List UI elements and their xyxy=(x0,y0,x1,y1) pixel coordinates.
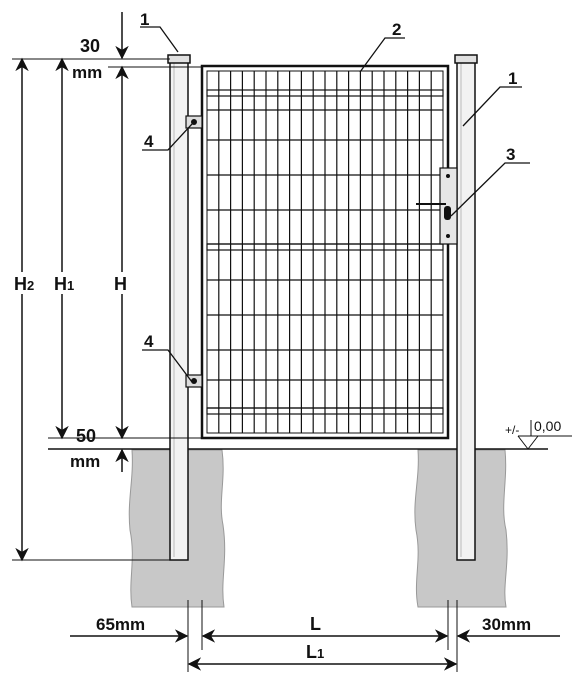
bottom-gap-value: 50 xyxy=(76,426,96,446)
h2-label: H2 xyxy=(14,274,34,294)
top-gap-value: 30 xyxy=(80,36,100,56)
callout-post-right: 1 xyxy=(508,69,517,88)
bottom-hinge xyxy=(185,374,203,388)
callout-leader-post-left xyxy=(140,26,179,53)
left-post xyxy=(167,54,191,561)
l-label: L xyxy=(310,614,321,634)
callout-post-left: 1 xyxy=(140,10,149,29)
left-gap-label: 65mm xyxy=(96,615,145,634)
bottom-gap-unit: mm xyxy=(70,452,100,471)
callout-leader-post-right xyxy=(462,86,522,127)
gate-panel xyxy=(200,64,450,440)
callout-leader-hinge-top xyxy=(142,123,193,151)
top-gap-unit: mm xyxy=(72,63,102,82)
callout-leader-gate-panel xyxy=(359,37,405,73)
ground-level-marker: +/- 0,00 xyxy=(505,418,572,450)
right-gap-label: 30mm xyxy=(482,615,531,634)
ground-level-value: 0,00 xyxy=(534,418,561,434)
callout-lock: 3 xyxy=(506,145,515,164)
callout-hinge-top: 4 xyxy=(144,132,154,151)
h-label: H xyxy=(114,274,127,294)
callout-hinge-bottom: 4 xyxy=(144,332,154,351)
h1-label: H1 xyxy=(54,274,74,294)
callout-leader-hinge-bottom xyxy=(142,349,193,383)
callout-gate-panel: 2 xyxy=(392,20,401,39)
gate-lock xyxy=(416,167,458,245)
callout-leader-lock xyxy=(450,162,530,217)
l1-label: L1 xyxy=(306,642,324,662)
ground-tolerance-label: +/- xyxy=(505,423,519,437)
right-post xyxy=(454,54,478,561)
top-hinge xyxy=(185,115,203,129)
